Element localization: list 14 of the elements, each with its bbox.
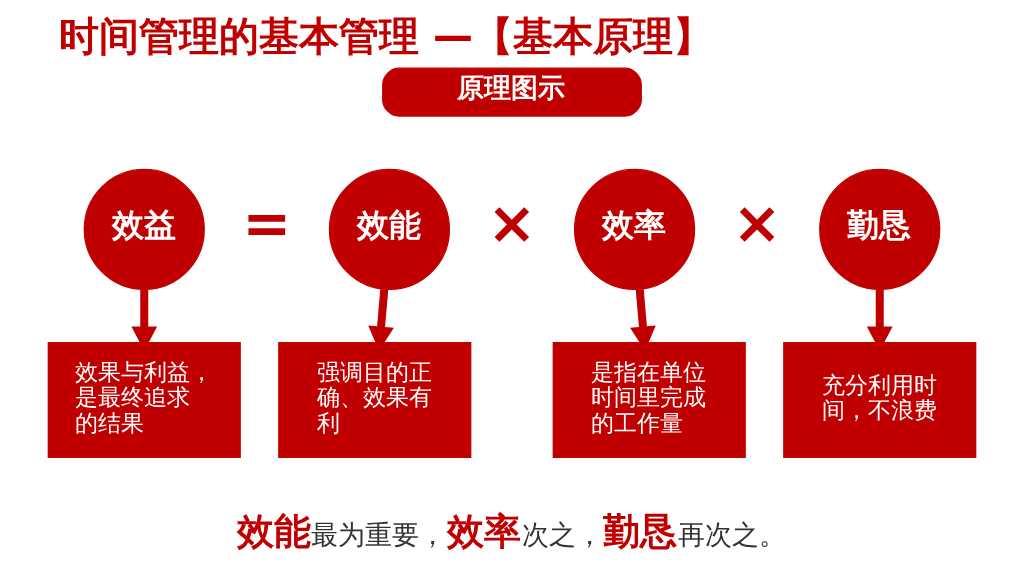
label: × [732,188,782,257]
node-box: 强调目的正确、效果有利 [278,341,472,458]
node-box: 原理图示 [382,67,642,117]
node-box: 是指在单位时间里完成的工作量 [552,341,746,458]
node-circle: 勤恳 [819,168,941,290]
node-box: 效果与利益，是最终追求的结果 [47,341,241,458]
node-circle: 效能 [328,168,451,290]
label: × [487,188,537,257]
label: = [242,188,292,257]
node-circle: 效益 [83,168,205,290]
diagram-title: 时间管理的基本管理 —【基本原理】 [58,12,713,59]
node-box: 充分利用时间，不浪费 [783,341,977,458]
node-circle: 效率 [573,168,696,290]
label: 效能最为重要，效率次之，勤恳再次之。 [236,509,786,554]
